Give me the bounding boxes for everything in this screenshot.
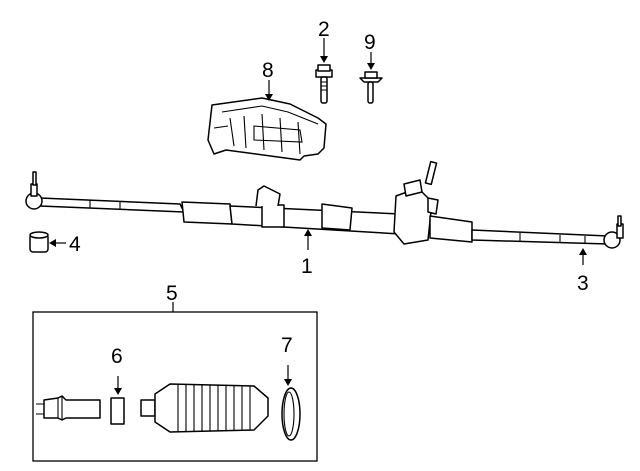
callout-4: 4 [69, 233, 81, 256]
heat-shield-part-8[interactable] [207, 97, 327, 161]
callout-8: 8 [262, 59, 274, 82]
callout-2: 2 [318, 18, 330, 41]
boot-kit-box [32, 311, 318, 462]
leader-lines [49, 38, 587, 395]
bushing-part-4[interactable] [29, 231, 49, 253]
callout-6: 6 [111, 345, 123, 368]
callout-1: 1 [301, 255, 313, 278]
callout-9: 9 [364, 31, 376, 54]
steering-gear-part-1[interactable] [25, 160, 624, 249]
callout-5: 5 [166, 282, 178, 305]
boot-part-5[interactable] [140, 383, 269, 433]
bolt-part-9[interactable] [359, 71, 383, 104]
clamp-part-6[interactable] [110, 397, 125, 425]
clamp-part-7[interactable] [281, 387, 301, 441]
bolt-part-2[interactable] [315, 64, 333, 104]
callout-3: 3 [577, 272, 589, 295]
tie-rod-sleeve[interactable] [36, 395, 101, 421]
callout-7: 7 [281, 334, 293, 357]
